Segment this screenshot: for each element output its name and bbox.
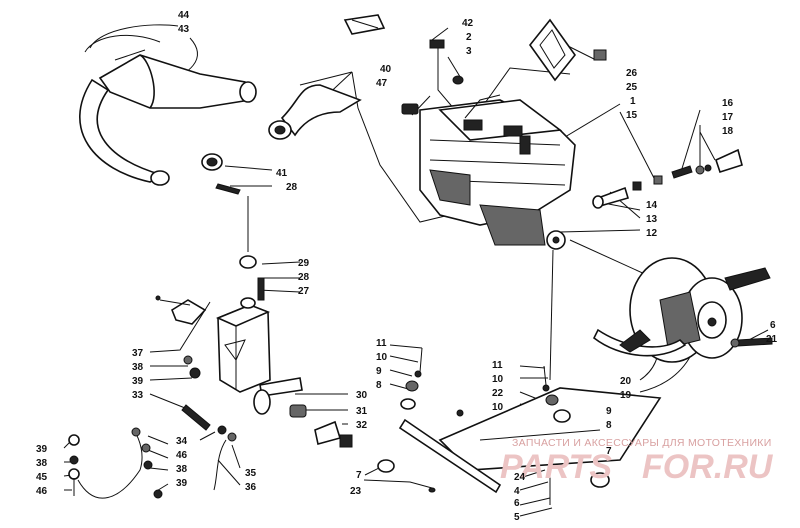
callout-41: 41 <box>276 168 288 179</box>
callout-6-right: 6 <box>770 320 776 331</box>
callout-47: 47 <box>376 78 388 89</box>
callout-14: 14 <box>646 200 658 211</box>
right-fasteners <box>592 148 773 348</box>
callout-31: 31 <box>356 406 368 417</box>
callout-39-mid: 39 <box>176 478 188 489</box>
watermark-subtitle: ЗАПЧАСТИ И АКСЕССУАРЫ ДЛЯ МОТОТЕХНИКИ <box>512 437 772 449</box>
callout-37: 37 <box>132 348 144 359</box>
callout-9-left: 9 <box>376 366 382 377</box>
callout-10-lower: 10 <box>492 402 504 413</box>
callout-7-left: 7 <box>356 470 362 481</box>
callout-5: 5 <box>514 512 520 523</box>
callout-22: 22 <box>492 388 504 399</box>
callout-33: 33 <box>132 390 144 401</box>
callout-16: 16 <box>722 98 734 109</box>
watermark-brand-left: PARTS <box>500 448 612 486</box>
watermark: ЗАПЧАСТИ И АКСЕССУАРЫ ДЛЯ МОТОТЕХНИКИ PA… <box>500 437 774 486</box>
callout-12: 12 <box>646 228 658 239</box>
exhaust-pipe <box>79 34 257 186</box>
exhaust-manifold <box>201 84 419 195</box>
callout-40: 40 <box>380 64 392 75</box>
callout-10-mid: 10 <box>492 374 504 385</box>
callout-8-right: 8 <box>606 420 612 431</box>
callout-24: 24 <box>514 472 526 483</box>
callout-8-left: 8 <box>376 380 382 391</box>
callout-7-right: 7 <box>606 446 612 457</box>
callout-20: 20 <box>620 376 632 387</box>
callout-21: 21 <box>766 334 778 345</box>
callout-labels: 44 43 42 2 3 40 47 26 25 1 15 16 17 18 4… <box>36 10 778 523</box>
callout-32: 32 <box>356 420 368 431</box>
callout-43: 43 <box>178 24 190 35</box>
callout-17: 17 <box>722 112 734 123</box>
callout-11-left: 11 <box>376 338 387 349</box>
callout-2: 2 <box>466 32 472 43</box>
callout-19: 19 <box>620 390 632 401</box>
engine-block <box>419 39 576 250</box>
callout-27: 27 <box>298 286 310 297</box>
callout-4: 4 <box>514 486 520 497</box>
callout-46-left: 46 <box>36 486 48 497</box>
callout-39-left: 39 <box>36 444 48 455</box>
callout-13: 13 <box>646 214 658 225</box>
callout-44: 44 <box>178 10 190 21</box>
drive-pulley <box>592 257 771 363</box>
callout-15: 15 <box>626 110 638 121</box>
callout-46-mid: 46 <box>176 450 188 461</box>
callout-26: 26 <box>626 68 638 79</box>
mount-plate <box>377 347 662 505</box>
engine-bracket <box>343 14 607 82</box>
watermark-brand-right: FOR.RU <box>642 448 774 486</box>
callout-25: 25 <box>626 82 638 93</box>
callout-39-top: 39 <box>132 376 144 387</box>
callout-28-top: 28 <box>286 182 298 193</box>
callout-38-left: 38 <box>36 458 48 469</box>
callout-10-left: 10 <box>376 352 388 363</box>
callout-28-mid: 28 <box>298 272 310 283</box>
callout-18: 18 <box>722 126 734 137</box>
callout-36: 36 <box>245 482 257 493</box>
callout-38-mid: 38 <box>176 464 188 475</box>
callout-9-right: 9 <box>606 406 612 417</box>
callout-34: 34 <box>176 436 188 447</box>
callout-42: 42 <box>462 18 474 29</box>
callout-29: 29 <box>298 258 310 269</box>
callout-38-top: 38 <box>132 362 144 373</box>
callout-30: 30 <box>356 390 368 401</box>
callout-1: 1 <box>630 96 636 107</box>
callout-23: 23 <box>350 486 362 497</box>
callout-6-bottom: 6 <box>514 498 520 509</box>
callout-3: 3 <box>466 46 472 57</box>
callout-35: 35 <box>245 468 257 479</box>
oil-tank <box>68 255 353 499</box>
callout-45: 45 <box>36 472 48 483</box>
callout-11-right: 11 <box>492 360 503 371</box>
